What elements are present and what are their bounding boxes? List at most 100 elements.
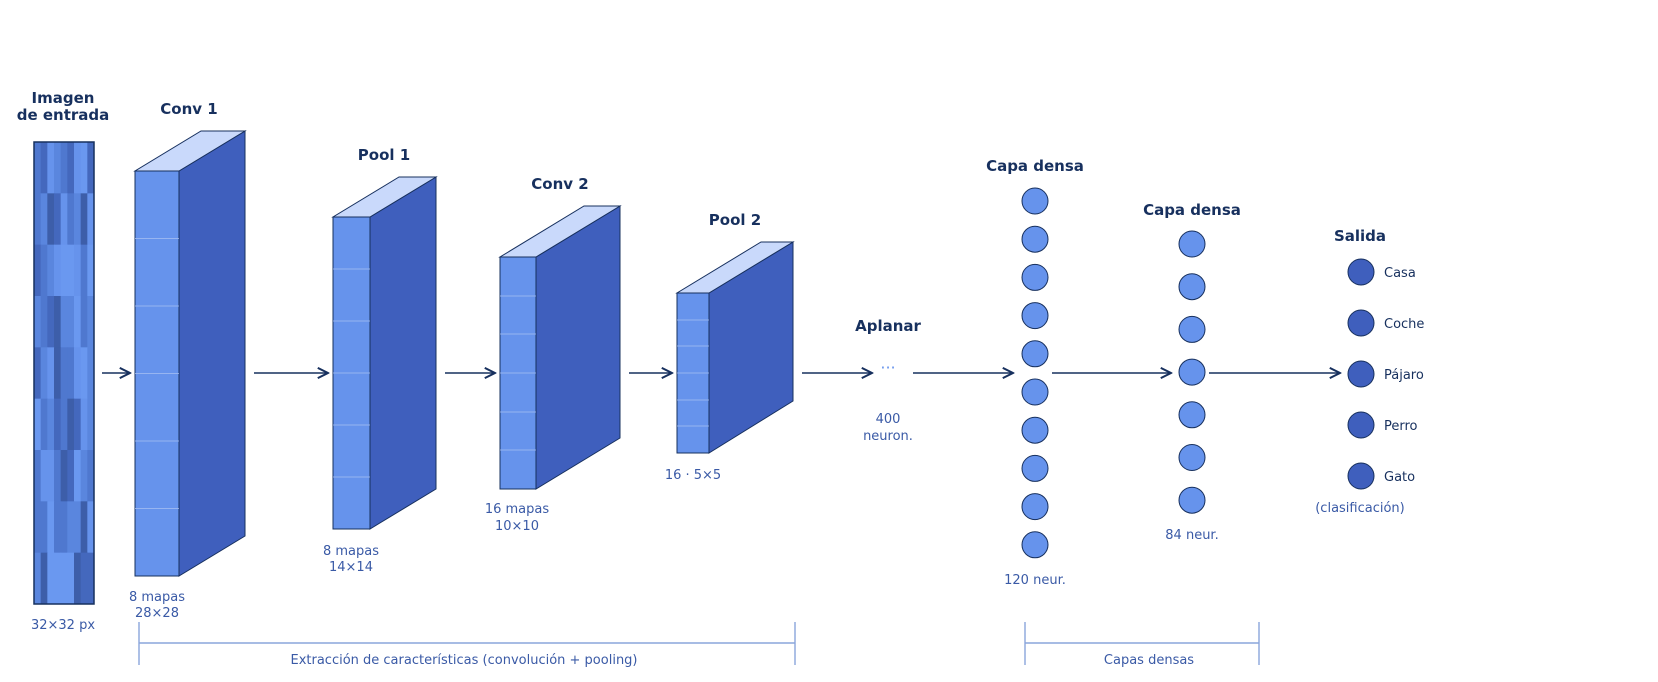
input-pixel xyxy=(54,501,62,554)
input-pixel xyxy=(87,450,95,502)
input-pixel xyxy=(74,296,82,348)
input-image-frame xyxy=(33,141,95,605)
output-neuron-casa: Casa xyxy=(1347,258,1416,286)
input-pixel xyxy=(80,501,88,554)
input-pixel xyxy=(87,347,95,400)
input-image-pixels xyxy=(34,142,95,605)
input-pixel xyxy=(60,193,68,246)
input-pixel xyxy=(80,142,88,194)
conv1-grid xyxy=(135,238,179,509)
input-pixel xyxy=(80,398,88,451)
output-neuron-pajaro: Pájaro xyxy=(1347,360,1424,388)
input-pixel xyxy=(80,552,88,605)
pool1-caption-line2: 14×14 xyxy=(329,560,373,575)
input-pixel xyxy=(74,398,82,451)
input-pixel xyxy=(60,398,68,451)
input-pixel xyxy=(54,244,62,297)
input-pixel xyxy=(54,398,62,451)
input-pixel xyxy=(54,347,62,400)
input-pixel xyxy=(74,193,82,246)
output-label-casa: Casa xyxy=(1384,266,1416,281)
input-pixel xyxy=(87,552,95,605)
input-caption: 32×32 px xyxy=(31,618,95,633)
output-label-pajaro: Pájaro xyxy=(1384,368,1424,383)
flatten-dots: ··· xyxy=(880,358,895,377)
input-pixel xyxy=(47,552,55,605)
neuron xyxy=(1021,493,1049,521)
conv1-caption-line1: 8 mapas xyxy=(129,590,185,605)
neuron xyxy=(1021,263,1049,291)
input-pixel xyxy=(34,398,42,451)
output-label-gato: Gato xyxy=(1384,470,1415,485)
input-pixel xyxy=(34,501,42,554)
input-pixel xyxy=(47,244,55,297)
output-label-coche: Coche xyxy=(1384,317,1424,332)
input-pixel xyxy=(74,552,82,605)
input-pixel xyxy=(67,450,75,502)
input-pixel xyxy=(74,450,82,502)
neuron xyxy=(1178,273,1206,301)
input-pixel xyxy=(40,244,48,297)
neuron xyxy=(1178,230,1206,258)
input-pixel xyxy=(67,142,75,194)
input-pixel xyxy=(34,552,42,605)
dense2-title: Capa densa xyxy=(1143,201,1241,219)
input-pixel xyxy=(47,142,55,194)
input-pixel xyxy=(40,398,48,451)
dense1-neurons xyxy=(1021,187,1049,559)
input-pixel xyxy=(67,552,75,605)
input-pixel xyxy=(40,450,48,502)
neuron xyxy=(1021,531,1049,559)
conv1-caption-line2: 28×28 xyxy=(135,606,179,621)
input-pixel xyxy=(47,398,55,451)
dense2-caption: 84 neur. xyxy=(1165,528,1218,543)
neuron xyxy=(1021,454,1049,482)
input-pixel xyxy=(47,450,55,502)
input-pixel xyxy=(60,347,68,400)
input-pixel xyxy=(60,552,68,605)
conv2-caption-line1: 16 mapas xyxy=(485,502,550,517)
pool2-title: Pool 2 xyxy=(709,211,761,229)
input-pixel xyxy=(67,296,75,348)
input-pixel xyxy=(40,193,48,246)
output-neuron-coche: Coche xyxy=(1347,309,1424,337)
flatten-caption-line1: 400 xyxy=(876,412,901,427)
input-pixel xyxy=(60,296,68,348)
input-pixel xyxy=(74,347,82,400)
input-pixel xyxy=(87,501,95,554)
dense1-title: Capa densa xyxy=(986,157,1084,175)
input-pixel xyxy=(87,193,95,246)
input-pixel xyxy=(40,296,48,348)
neuron xyxy=(1021,225,1049,253)
neuron xyxy=(1178,486,1206,514)
output-neuron xyxy=(1347,411,1375,439)
neuron xyxy=(1178,315,1206,343)
output-caption: (clasificación) xyxy=(1315,501,1405,516)
input-pixel xyxy=(34,142,42,194)
input-title-line1: Imagen xyxy=(32,89,95,107)
conv2-caption-line2: 10×10 xyxy=(495,519,539,534)
output-neuron-gato: Gato xyxy=(1347,462,1415,490)
input-pixel xyxy=(87,142,95,194)
neuron xyxy=(1021,187,1049,215)
conv1-title: Conv 1 xyxy=(160,100,217,118)
input-pixel xyxy=(67,193,75,246)
flatten-title: Aplanar xyxy=(855,317,921,335)
dense-bracket-label: Capas densas xyxy=(1104,653,1194,668)
input-pixel xyxy=(34,244,42,297)
input-pixel xyxy=(74,244,82,297)
neuron xyxy=(1021,378,1049,406)
output-neuron xyxy=(1347,309,1375,337)
input-pixel xyxy=(67,501,75,554)
output-label-perro: Perro xyxy=(1384,419,1418,434)
input-pixel xyxy=(34,347,42,400)
neuron xyxy=(1178,358,1206,386)
input-pixel xyxy=(47,296,55,348)
output-neuron xyxy=(1347,360,1375,388)
input-pixel xyxy=(74,501,82,554)
features-bracket-label: Extracción de características (convoluci… xyxy=(290,653,637,668)
conv2-title: Conv 2 xyxy=(531,175,588,193)
pool1-title: Pool 1 xyxy=(358,146,410,164)
pool1-grid xyxy=(333,268,370,478)
